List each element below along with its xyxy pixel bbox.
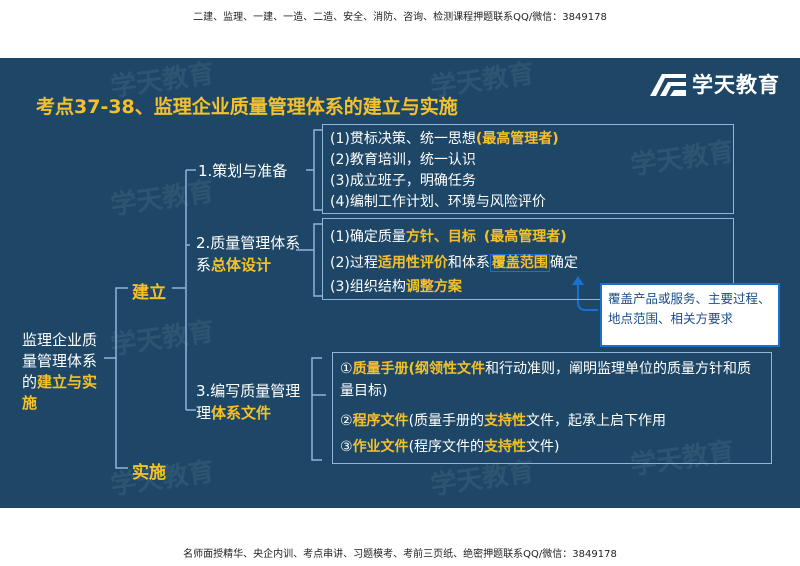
section2-label: 2.质量管理体系 [196,234,301,252]
section3-label-line2: 理体系文件 [196,404,272,422]
branch-implement: 实施 [132,463,166,483]
slide: 学天教育 学天教育 学天教育 学天教育 学天教育 学天教育 学天教育 学天教育 … [0,58,800,508]
coverage-scope-highlight: 覆盖范围 [489,254,550,272]
section3-item: ②程序文件(质量手册的支持性文件，起承上启下作用 [340,413,667,429]
section1-label: 1.策划与准备 [198,162,288,180]
footer-contact-text: 名师面授精华、央企内训、考点串讲、习题模考、考前三页纸、绝密押题联系QQ/微信：… [183,549,617,560]
section1-item: (2)教育培训，统一认识 [330,152,476,168]
section2-item: (1)确定质量方针、目标(最高管理者) [330,229,567,245]
section1-item-highlight: (最高管理者) [475,131,559,147]
section3-item: ①质量手册(纲领性文件和行动准则，阐明监理单位的质量方针和质量目标) [340,361,751,399]
section2-label-line2: 系总体设计 [196,256,272,274]
section2-item: (3)组织结构调整方案 [330,279,462,295]
section3-box [332,352,772,464]
branch-build: 建立 [132,283,166,303]
section3-item: ③作业文件(程序文件的支持性文件) [340,439,560,455]
section2-item: (2)过程适用性评价和体系覆盖范围确定 [330,254,578,272]
coverage-callout: 覆盖产品或服务、主要过程、地点范围、相关方要求 [600,283,780,347]
section1-item: (3)成立班子，明确任务 [330,173,476,189]
section3-label: 3.编写质量管理 [196,382,301,400]
section2-box [322,218,734,300]
header-contact-text: 二建、监理、一建、一造、二造、安全、消防、咨询、检测课程押题联系QQ/微信：38… [193,12,607,23]
section1-box [322,124,734,214]
xuetian-logo-icon [650,74,686,96]
tree-connectors [104,129,598,469]
brand-logo: 学天教育 [648,68,780,100]
brand-name: 学天教育 [692,73,780,97]
slide-title: 考点37-38、监理企业质量管理体系的建立与实施 [36,96,458,118]
root-node: 监理企业质量管理体系的建立与实施 [22,330,102,414]
section1-item: (4)编制工作计划、环境与风险评价 [330,194,546,210]
section1-item: (1)贯标决策、统一思想(最高管理者) [330,131,559,147]
root-text: 监理企业质量管理体系的 [22,331,98,391]
root-highlight: 建立与实施 [22,373,98,412]
